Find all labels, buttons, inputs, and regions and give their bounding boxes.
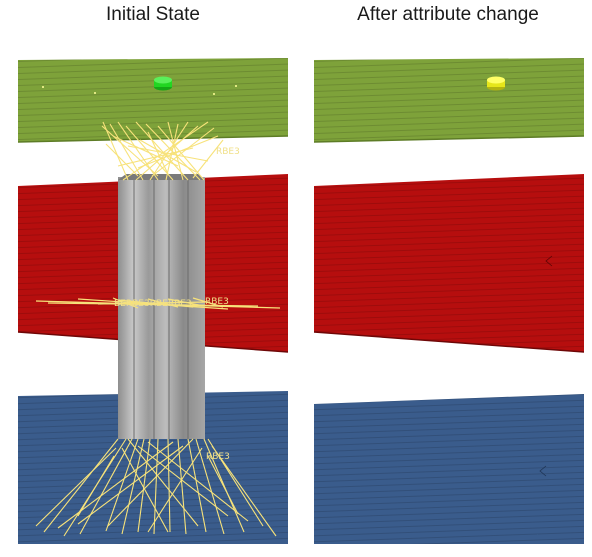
after-change-viewport[interactable]	[314, 56, 584, 544]
initial-state-viewport[interactable]: RBE3 BERBE3RBERBE3 RBE3 RBE3	[18, 56, 288, 544]
bolt-shaft	[118, 174, 205, 439]
initial-state-scene: RBE3 BERBE3RBERBE3 RBE3 RBE3	[18, 58, 288, 544]
after-change-scene	[314, 58, 584, 544]
marker-initial-icon	[154, 76, 172, 91]
rbe3-label-bottom: RBE3	[206, 452, 230, 462]
rbe3-middle-spider	[35, 297, 281, 310]
rbe3-bottom-spider	[35, 438, 277, 537]
rbe3-label-top: RBE3	[216, 147, 240, 157]
marker-after-icon	[487, 76, 505, 91]
rbe3-label-middle: BERBE3RBERBE3	[114, 299, 192, 309]
initial-state-title: Initial State	[106, 4, 200, 25]
rbe3-top-spider	[101, 121, 224, 181]
rbe3-label-middle-right: RBE3	[205, 297, 229, 307]
after-change-title: After attribute change	[357, 4, 539, 25]
